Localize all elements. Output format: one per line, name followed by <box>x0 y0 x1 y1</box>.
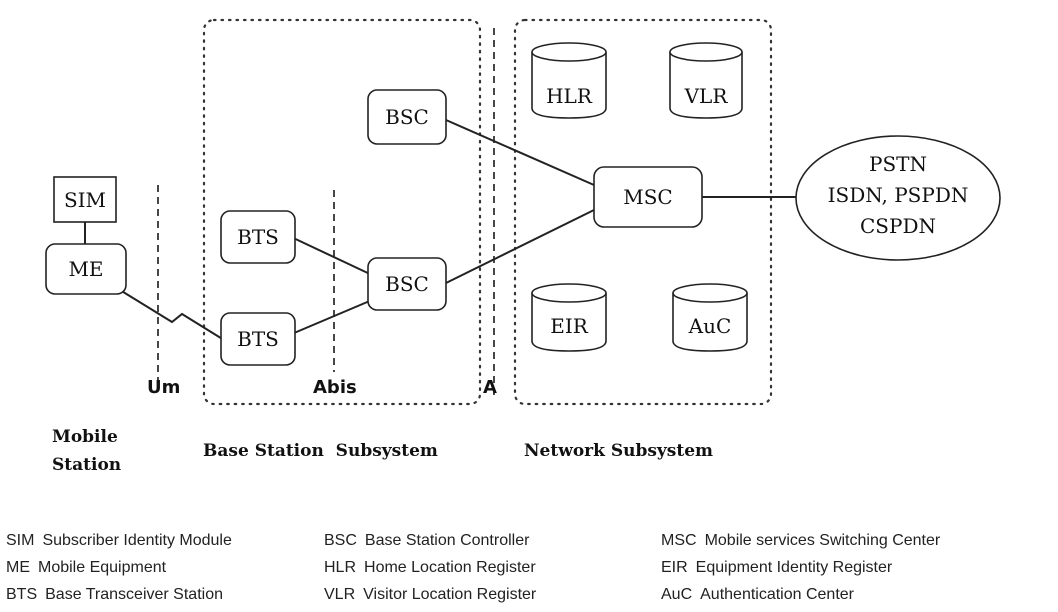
msc-label: MSC <box>623 185 672 209</box>
legend-text: Authentication Center <box>700 586 854 603</box>
legend-abbr: MSC <box>661 532 697 549</box>
legend-item: ME Mobile Equipment <box>6 554 232 581</box>
legend-column: BSC Base Station Controller HLR Home Locat… <box>324 527 536 608</box>
abbreviation-legend: SIM Subscriber Identity Module ME Mobile E… <box>6 527 1056 609</box>
legend-text: Base Transceiver Station <box>45 586 223 603</box>
legend-item: MSC Mobile services Switching Center <box>661 527 940 554</box>
network-subsystem-boundary <box>513 18 773 406</box>
legend-text: Subscriber Identity Module <box>42 532 232 549</box>
legend-text: Home Location Register <box>364 559 536 576</box>
network-subsystem-caption: Network Subsystem <box>524 441 713 461</box>
bts-bottom-label: BTS <box>237 327 279 351</box>
legend-text: Visitor Location Register <box>363 586 537 603</box>
auc-database: AuC <box>672 283 748 352</box>
legend-abbr: BSC <box>324 532 357 549</box>
legend-abbr: AuC <box>661 586 693 603</box>
mobile-station-caption-line2: Station <box>52 455 121 475</box>
legend-abbr: ME <box>6 559 30 576</box>
link-bts-top-bsc-bottom <box>286 234 373 276</box>
bsc-top-node <box>367 89 447 145</box>
abis-interface-label: Abis <box>313 377 357 398</box>
mobile-station-caption-line1: Mobile <box>52 427 118 447</box>
link-bsc-top-msc <box>445 119 595 186</box>
radio-link-me-bts <box>119 289 225 341</box>
hlr-label: HLR <box>546 84 593 108</box>
legend-item: BTS Base Transceiver Station <box>6 581 232 608</box>
um-interface-label: Um <box>147 377 180 398</box>
legend-abbr: VLR <box>324 586 356 603</box>
auc-label: AuC <box>688 314 732 338</box>
legend-item: AuC Authentication Center <box>661 581 940 608</box>
bsc-bottom-node <box>367 257 447 311</box>
bts-bottom-node <box>220 312 296 366</box>
external-networks-ellipse <box>795 135 1001 261</box>
me-label: ME <box>68 257 103 281</box>
bsc-top-label: BSC <box>385 105 429 129</box>
vlr-label: VLR <box>684 84 729 108</box>
legend-text: Equipment Identity Register <box>695 559 893 576</box>
legend-item: HLR Home Location Register <box>324 554 536 581</box>
hlr-database: HLR <box>531 42 607 119</box>
legend-text: Base Station Controller <box>364 532 530 549</box>
legend-text: Mobile Equipment <box>38 559 167 576</box>
legend-item: VLR Visitor Location Register <box>324 581 536 608</box>
base-station-subsystem-caption: Base Station Subsystem <box>203 441 438 461</box>
msc-node <box>593 166 703 228</box>
legend-item: SIM Subscriber Identity Module <box>6 527 232 554</box>
legend-text: Mobile services Switching Center <box>704 532 941 549</box>
pstn-label: PSTN <box>869 152 927 176</box>
legend-item: BSC Base Station Controller <box>324 527 536 554</box>
isdn-pspdn-label: ISDN, PSPDN <box>828 183 969 207</box>
gsm-architecture-diagram: SIM ME BTS BTS BSC BSC MSC HLR VLR EIR A… <box>45 18 1001 475</box>
vlr-database: VLR <box>669 42 743 119</box>
eir-label: EIR <box>550 314 589 338</box>
legend-abbr: BTS <box>6 586 38 603</box>
a-interface-label: A <box>483 377 497 398</box>
link-bsc-bottom-msc <box>445 209 595 284</box>
legend-abbr: SIM <box>6 532 35 549</box>
eir-database: EIR <box>531 283 607 352</box>
legend-item: EIR Equipment Identity Register <box>661 554 940 581</box>
legend-column: SIM Subscriber Identity Module ME Mobile E… <box>6 527 232 608</box>
legend-abbr: HLR <box>324 559 357 576</box>
me-node <box>45 243 127 295</box>
legend-abbr: EIR <box>661 559 688 576</box>
bsc-bottom-label: BSC <box>385 272 429 296</box>
link-bts-bottom-bsc-bottom <box>286 299 373 337</box>
sim-node <box>53 176 117 223</box>
cspdn-label: CSPDN <box>860 214 936 238</box>
bts-top-node <box>220 210 296 264</box>
bts-top-label: BTS <box>237 225 279 249</box>
base-station-subsystem-boundary <box>202 18 482 406</box>
sim-label: SIM <box>64 188 106 212</box>
